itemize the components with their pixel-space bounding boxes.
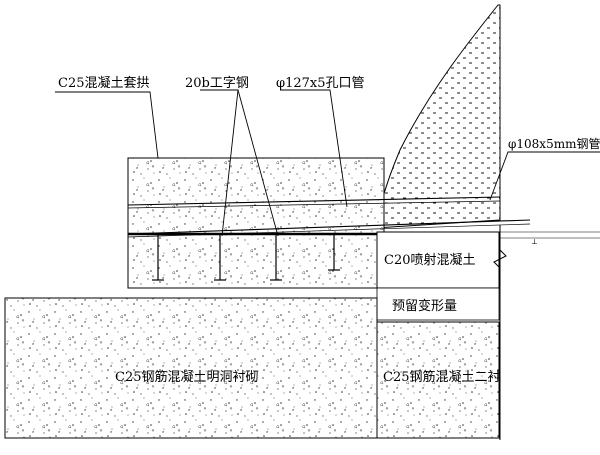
orifice-pipe-line: [127, 196, 501, 206]
concrete-arch: [127, 157, 385, 289]
steel-pipe-line: [127, 219, 531, 235]
arch-leader: [55, 91, 159, 159]
ibeam-4: [328, 233, 340, 271]
secondary-lining-label: C25钢筋混凝土二衬: [383, 369, 501, 385]
shotcrete-label: C20喷射混凝土: [384, 252, 476, 268]
rock-mass: [374, 4, 501, 229]
svg-text:⊥: ⊥: [531, 238, 538, 246]
break-mark: [493, 249, 507, 269]
ibeams: [152, 233, 340, 281]
ibeam-leader-right: [237, 89, 279, 237]
orifice-pipe-leader: [280, 89, 348, 208]
steel-pipe-leader: [489, 151, 600, 201]
leader-lines: [55, 89, 600, 237]
open-cut-lining: [4, 297, 378, 439]
ibeam-1: [152, 233, 164, 281]
steel-pipe-label: φ108x5mm钢管: [508, 136, 600, 151]
shotcrete-block: [376, 231, 500, 289]
ibeam-3: [270, 233, 282, 281]
orifice-pipe-label: φ127x5孔口管: [276, 76, 365, 91]
orifice-pipe-line-2: [127, 200, 501, 209]
deformation-label: 预留变形量: [392, 298, 457, 314]
ibeam-2: [214, 233, 226, 281]
ibeam-label: 20b工字钢: [185, 76, 249, 91]
arch-label: C25混凝土套拱: [58, 75, 150, 91]
secondary-lining: [376, 321, 500, 439]
deformation-zone: [376, 287, 500, 321]
open-lining-label: C25钢筋混凝土明洞衬砌: [115, 369, 259, 385]
